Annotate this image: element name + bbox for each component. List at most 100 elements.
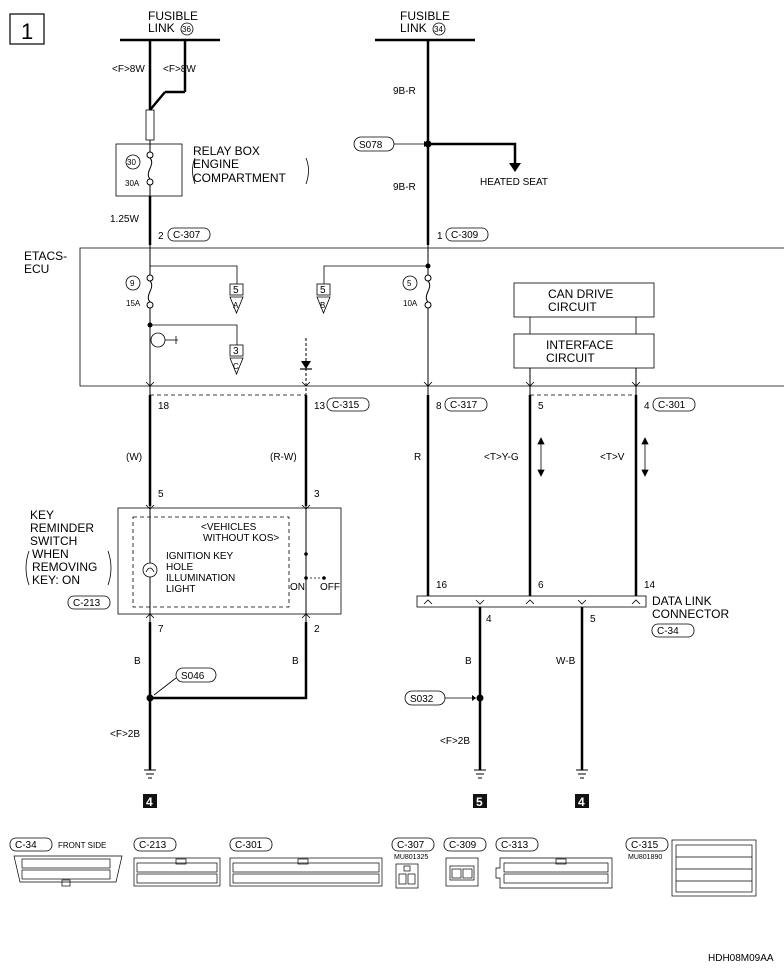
legend-c307-outline bbox=[391, 837, 435, 852]
link-to-marker-a bbox=[150, 265, 238, 284]
illum-l1: IGNITION KEY bbox=[166, 551, 234, 562]
marker-c-letter: C bbox=[233, 362, 239, 371]
switch-terminal-ticks bbox=[145, 504, 311, 619]
vehicles-note-l1: <VEHICLES bbox=[201, 522, 257, 533]
link-to-marker-c bbox=[150, 324, 238, 345]
marker-b-box bbox=[316, 283, 331, 296]
s032-label: S032 bbox=[410, 694, 434, 705]
bulb-filament bbox=[145, 567, 155, 573]
marker-c-tri bbox=[229, 357, 244, 376]
c317-ref: C-317 bbox=[450, 400, 478, 411]
dlc-terminal-ticks bbox=[423, 599, 641, 605]
pin-label-6: 6 bbox=[538, 580, 544, 591]
wire-label-w-b: W-B bbox=[556, 656, 576, 667]
pin-label-5-can: 5 bbox=[538, 401, 544, 412]
s046-label: S046 bbox=[181, 671, 205, 682]
ecu-fuse-9-num-circle bbox=[125, 275, 141, 291]
key-switch-l1: KEY bbox=[30, 508, 54, 522]
wire-label-f8w-b: <F>8W bbox=[163, 64, 196, 75]
etacs-ecu-box bbox=[79, 247, 784, 387]
c307-ref-outline bbox=[167, 227, 211, 242]
pin-label-14: 14 bbox=[644, 580, 656, 591]
can-drive-l2: CIRCUIT bbox=[548, 300, 597, 314]
dlc-label-1: DATA LINK bbox=[652, 594, 712, 608]
fusible-link-34-sub: LINK bbox=[400, 21, 427, 35]
ground-badge-4-right bbox=[575, 794, 589, 808]
ground-symbols bbox=[144, 769, 588, 779]
pin-label-18: 18 bbox=[158, 401, 170, 412]
bidirectional-arrows bbox=[537, 437, 649, 477]
legend-c315-outline bbox=[625, 837, 669, 852]
marker-a-tri bbox=[229, 296, 244, 315]
legend-mu801325: MU801325 bbox=[394, 854, 428, 861]
interface-l2: CIRCUIT bbox=[546, 351, 595, 365]
pin-label-5-switch: 5 bbox=[158, 489, 164, 500]
wire-label-r: R bbox=[414, 452, 421, 463]
illum-l4: LIGHT bbox=[166, 584, 195, 595]
pin-label-7: 7 bbox=[158, 624, 164, 635]
marker-c-num: 3 bbox=[233, 346, 239, 357]
connector-c34-diagram bbox=[13, 855, 123, 887]
dlc-bar bbox=[416, 595, 647, 608]
relay-box-sub2: COMPARTMENT bbox=[193, 171, 287, 185]
marker-b-tri bbox=[316, 296, 331, 315]
illum-l2: HOLE bbox=[166, 562, 194, 573]
c315-ref-outline bbox=[326, 397, 370, 412]
etacs-label-1: ETACS- bbox=[24, 249, 67, 263]
s046-outline bbox=[175, 667, 217, 683]
marker-b-num: 5 bbox=[320, 285, 326, 296]
relay-box-title: RELAY BOX bbox=[193, 144, 260, 158]
switch-contact-dot bbox=[304, 552, 308, 556]
legend-c313: C-313 bbox=[501, 840, 529, 851]
pin-label-13: 13 bbox=[314, 401, 326, 412]
wire-b-mid bbox=[150, 622, 308, 700]
legend-c301: C-301 bbox=[235, 840, 263, 851]
s046-pointer bbox=[153, 677, 177, 696]
legend-c315: C-315 bbox=[631, 840, 659, 851]
s032-splice-dot bbox=[476, 694, 484, 702]
ecu-fuse-5-symbol bbox=[424, 245, 432, 395]
legend-c309-outline bbox=[443, 837, 487, 852]
marker-a-num: 5 bbox=[233, 285, 239, 296]
page-number-box bbox=[9, 13, 45, 45]
ecu-fuse-5-amp: 10A bbox=[403, 299, 418, 308]
fusible-link-34-num: 34 bbox=[434, 25, 443, 34]
wire-label-b-mid: B bbox=[292, 656, 299, 667]
fusible-link-36-num-circle bbox=[180, 22, 194, 36]
interface-l1: INTERFACE bbox=[546, 338, 613, 352]
ecu-fuse-5-num-circle bbox=[402, 275, 418, 291]
legend-c313-outline bbox=[495, 837, 539, 852]
connector-c301-diagram bbox=[229, 857, 383, 887]
legend-c307: C-307 bbox=[397, 840, 425, 851]
can-drive-l1: CAN DRIVE bbox=[548, 287, 613, 301]
marker-c-box bbox=[229, 344, 244, 357]
key-switch-l5: REMOVING bbox=[32, 560, 97, 574]
ecu-fuse-9-symbol bbox=[146, 245, 154, 309]
c301-ref: C-301 bbox=[658, 400, 686, 411]
c34-ref-outline bbox=[651, 623, 695, 638]
legend-mu801890: MU801890 bbox=[628, 854, 662, 861]
legend-c301-outline bbox=[229, 837, 273, 852]
ground-num-mid: 5 bbox=[476, 795, 483, 809]
illum-l3: ILLUMINATION bbox=[166, 573, 235, 584]
illumination-dashed-box bbox=[132, 516, 290, 608]
key-switch-l3: SWITCH bbox=[30, 534, 77, 548]
c309-ref: C-309 bbox=[451, 230, 479, 241]
bulb-icon bbox=[142, 562, 158, 578]
interface-box bbox=[513, 333, 655, 369]
ground-badge-5 bbox=[473, 794, 487, 808]
can-drive-box bbox=[513, 282, 655, 318]
marker-a-box bbox=[229, 283, 244, 296]
pin-label-16: 16 bbox=[436, 580, 448, 591]
relay-fuse-symbol bbox=[146, 140, 154, 196]
pin-label-5-dlc: 5 bbox=[590, 614, 596, 625]
pin-label-4-can: 4 bbox=[644, 401, 650, 412]
c34-ref: C-34 bbox=[657, 626, 679, 637]
legend-c34-outline bbox=[9, 837, 53, 852]
connector-c309-diagram bbox=[445, 857, 479, 887]
legend-c309: C-309 bbox=[449, 840, 477, 851]
switch-on-label: ON bbox=[290, 582, 305, 593]
etacs-label-2: ECU bbox=[24, 262, 49, 276]
vehicles-note-l2: WITHOUT KOS> bbox=[203, 533, 279, 544]
